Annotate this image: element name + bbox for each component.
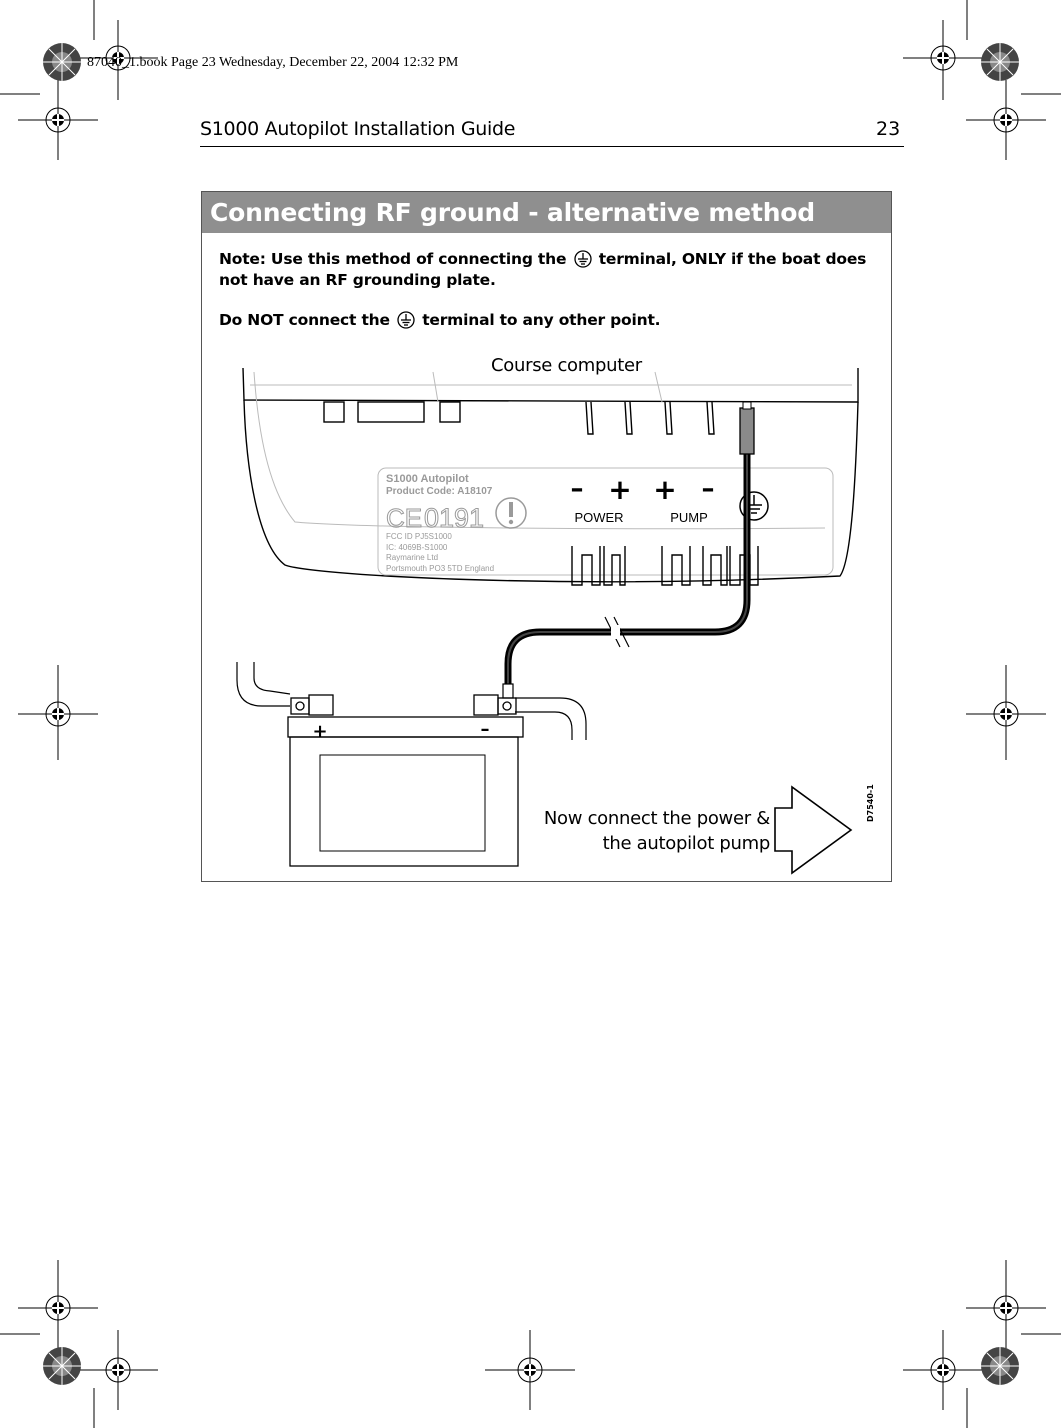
next-step-text: Now connect the power & the autopilot pu…: [540, 806, 770, 856]
power-label: POWER: [574, 510, 623, 525]
battery: [287, 694, 524, 867]
ground-cable: [502, 401, 755, 699]
figure-id: D7540-1: [866, 784, 875, 822]
warning-icon: [495, 497, 527, 529]
warning-paragraph: Do NOT connect the terminal to any other…: [219, 310, 879, 331]
manufacturer: Raymarine Ltd: [386, 553, 438, 562]
terminal-sign-pump-plus: +: [653, 473, 676, 506]
terminal-sign-power-minus: –: [571, 474, 584, 504]
ce-symbol: CE: [386, 503, 422, 533]
unit-title: S1000 Autopilot: [386, 473, 469, 485]
terminal-sign-pump-minus: –: [702, 474, 715, 504]
instruction-panel: [201, 191, 892, 882]
note-part-1: Note: Use this method of connecting the: [219, 250, 567, 268]
battery-minus-sign: –: [481, 719, 490, 740]
pump-label: PUMP: [670, 510, 708, 525]
rf-ground-terminal-icon: [739, 491, 769, 521]
warning-part-2: terminal to any other point.: [422, 311, 661, 329]
panel-title: Connecting RF ground - alternative metho…: [210, 198, 815, 227]
battery-leads: [236, 662, 587, 740]
note-paragraph: Note: Use this method of connecting the …: [219, 249, 879, 291]
fcc-id: FCC ID PJ5S1000: [386, 532, 452, 541]
wiring-diagram: S1000 Autopilot Product Code: A18107 CE …: [236, 367, 859, 875]
note-part-2: terminal, ONLY if the boat does not have…: [219, 250, 867, 289]
page-number: 23: [876, 118, 901, 140]
ground-symbol-icon: [573, 250, 592, 268]
note-text: Note: Use this method of connecting the …: [219, 249, 879, 331]
ic-code: IC: 4069B-S1000: [386, 543, 448, 552]
header-rule: [200, 146, 904, 147]
manufacturer-address: Portsmouth PO3 5TD England: [386, 564, 494, 573]
next-step-line-1: Now connect the power &: [543, 808, 770, 829]
ground-symbol-icon: [397, 311, 415, 329]
product-code: Product Code: A18107: [386, 486, 493, 497]
next-step-line-2: the autopilot pump: [602, 833, 771, 854]
panel-title-bar: [202, 192, 891, 233]
warning-part-1: Do NOT connect the: [219, 311, 390, 329]
terminal-sign-power-plus: +: [608, 473, 631, 506]
course-computer-label: Course computer: [487, 355, 646, 376]
book-file-line: 87040_1.book Page 23 Wednesday, December…: [87, 55, 459, 70]
next-step-arrow-icon: [774, 785, 853, 875]
ce-number: 0191: [424, 503, 484, 533]
battery-plus-sign: +: [312, 721, 327, 742]
running-title: S1000 Autopilot Installation Guide: [200, 118, 516, 140]
course-computer-unit: [242, 367, 859, 586]
